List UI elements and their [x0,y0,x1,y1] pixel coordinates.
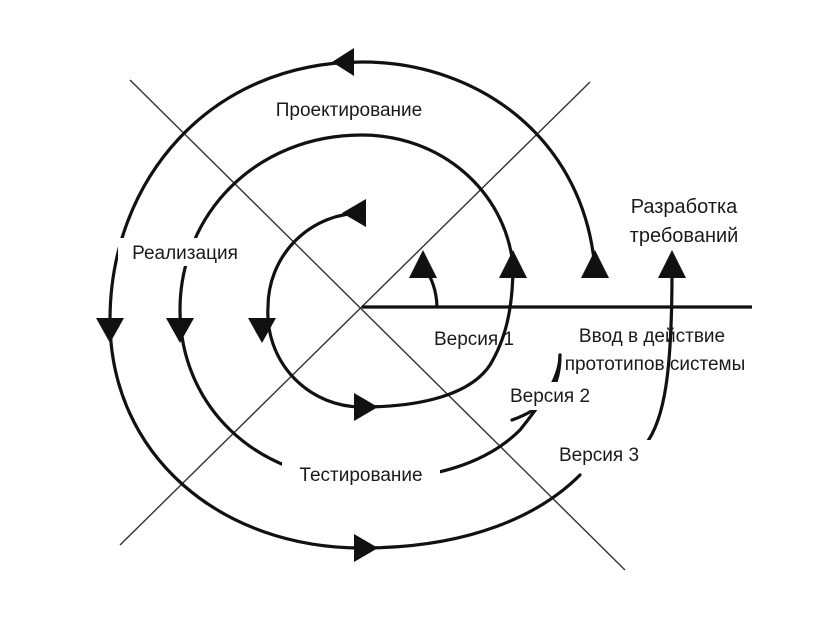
label-deploy-line2: прототипов системы [565,354,746,375]
arrow-down-loop2 [166,318,194,343]
arrow-down-loop3 [96,318,124,343]
requirements-line [643,268,674,447]
arrow-left-loop1 [342,199,366,227]
label-requirements-line2: требований [630,225,739,247]
arrow-right-loop3 [354,534,378,562]
version3-label-bg [545,440,653,468]
label-requirements-line1: Разработка [631,196,738,218]
label-version2: Версия 2 [510,386,590,407]
diagonal-line-right-to-left [119,81,591,546]
label-version3: Версия 3 [559,445,639,466]
design-label-bg [258,95,440,123]
label-design: Проектирование [276,100,422,121]
spiral-loop-2 [178,133,562,482]
version2-label-bg [496,382,604,410]
arrow-up-loop2 [581,250,609,278]
testing-label-bg [282,460,440,488]
arrow-up-loop1 [499,250,527,278]
label-deploy-line1: Ввод в действие [579,326,725,347]
arrow-up-inner [409,250,437,278]
arrow-down-loop1 [248,318,276,343]
label-version1: Версия 1 [434,329,514,350]
arrow-right-loop1 [354,393,378,421]
label-implementation: Реализация [132,243,238,264]
arrow-up-requirements [658,250,686,278]
label-testing: Тестирование [299,465,422,486]
arrow-left-loop3 [332,48,354,76]
spiral-loop-1 [266,211,515,409]
spiral-loop-3 [108,60,597,550]
diagonal-line-left-to-right [129,79,626,571]
implementation-label-bg [118,238,252,266]
